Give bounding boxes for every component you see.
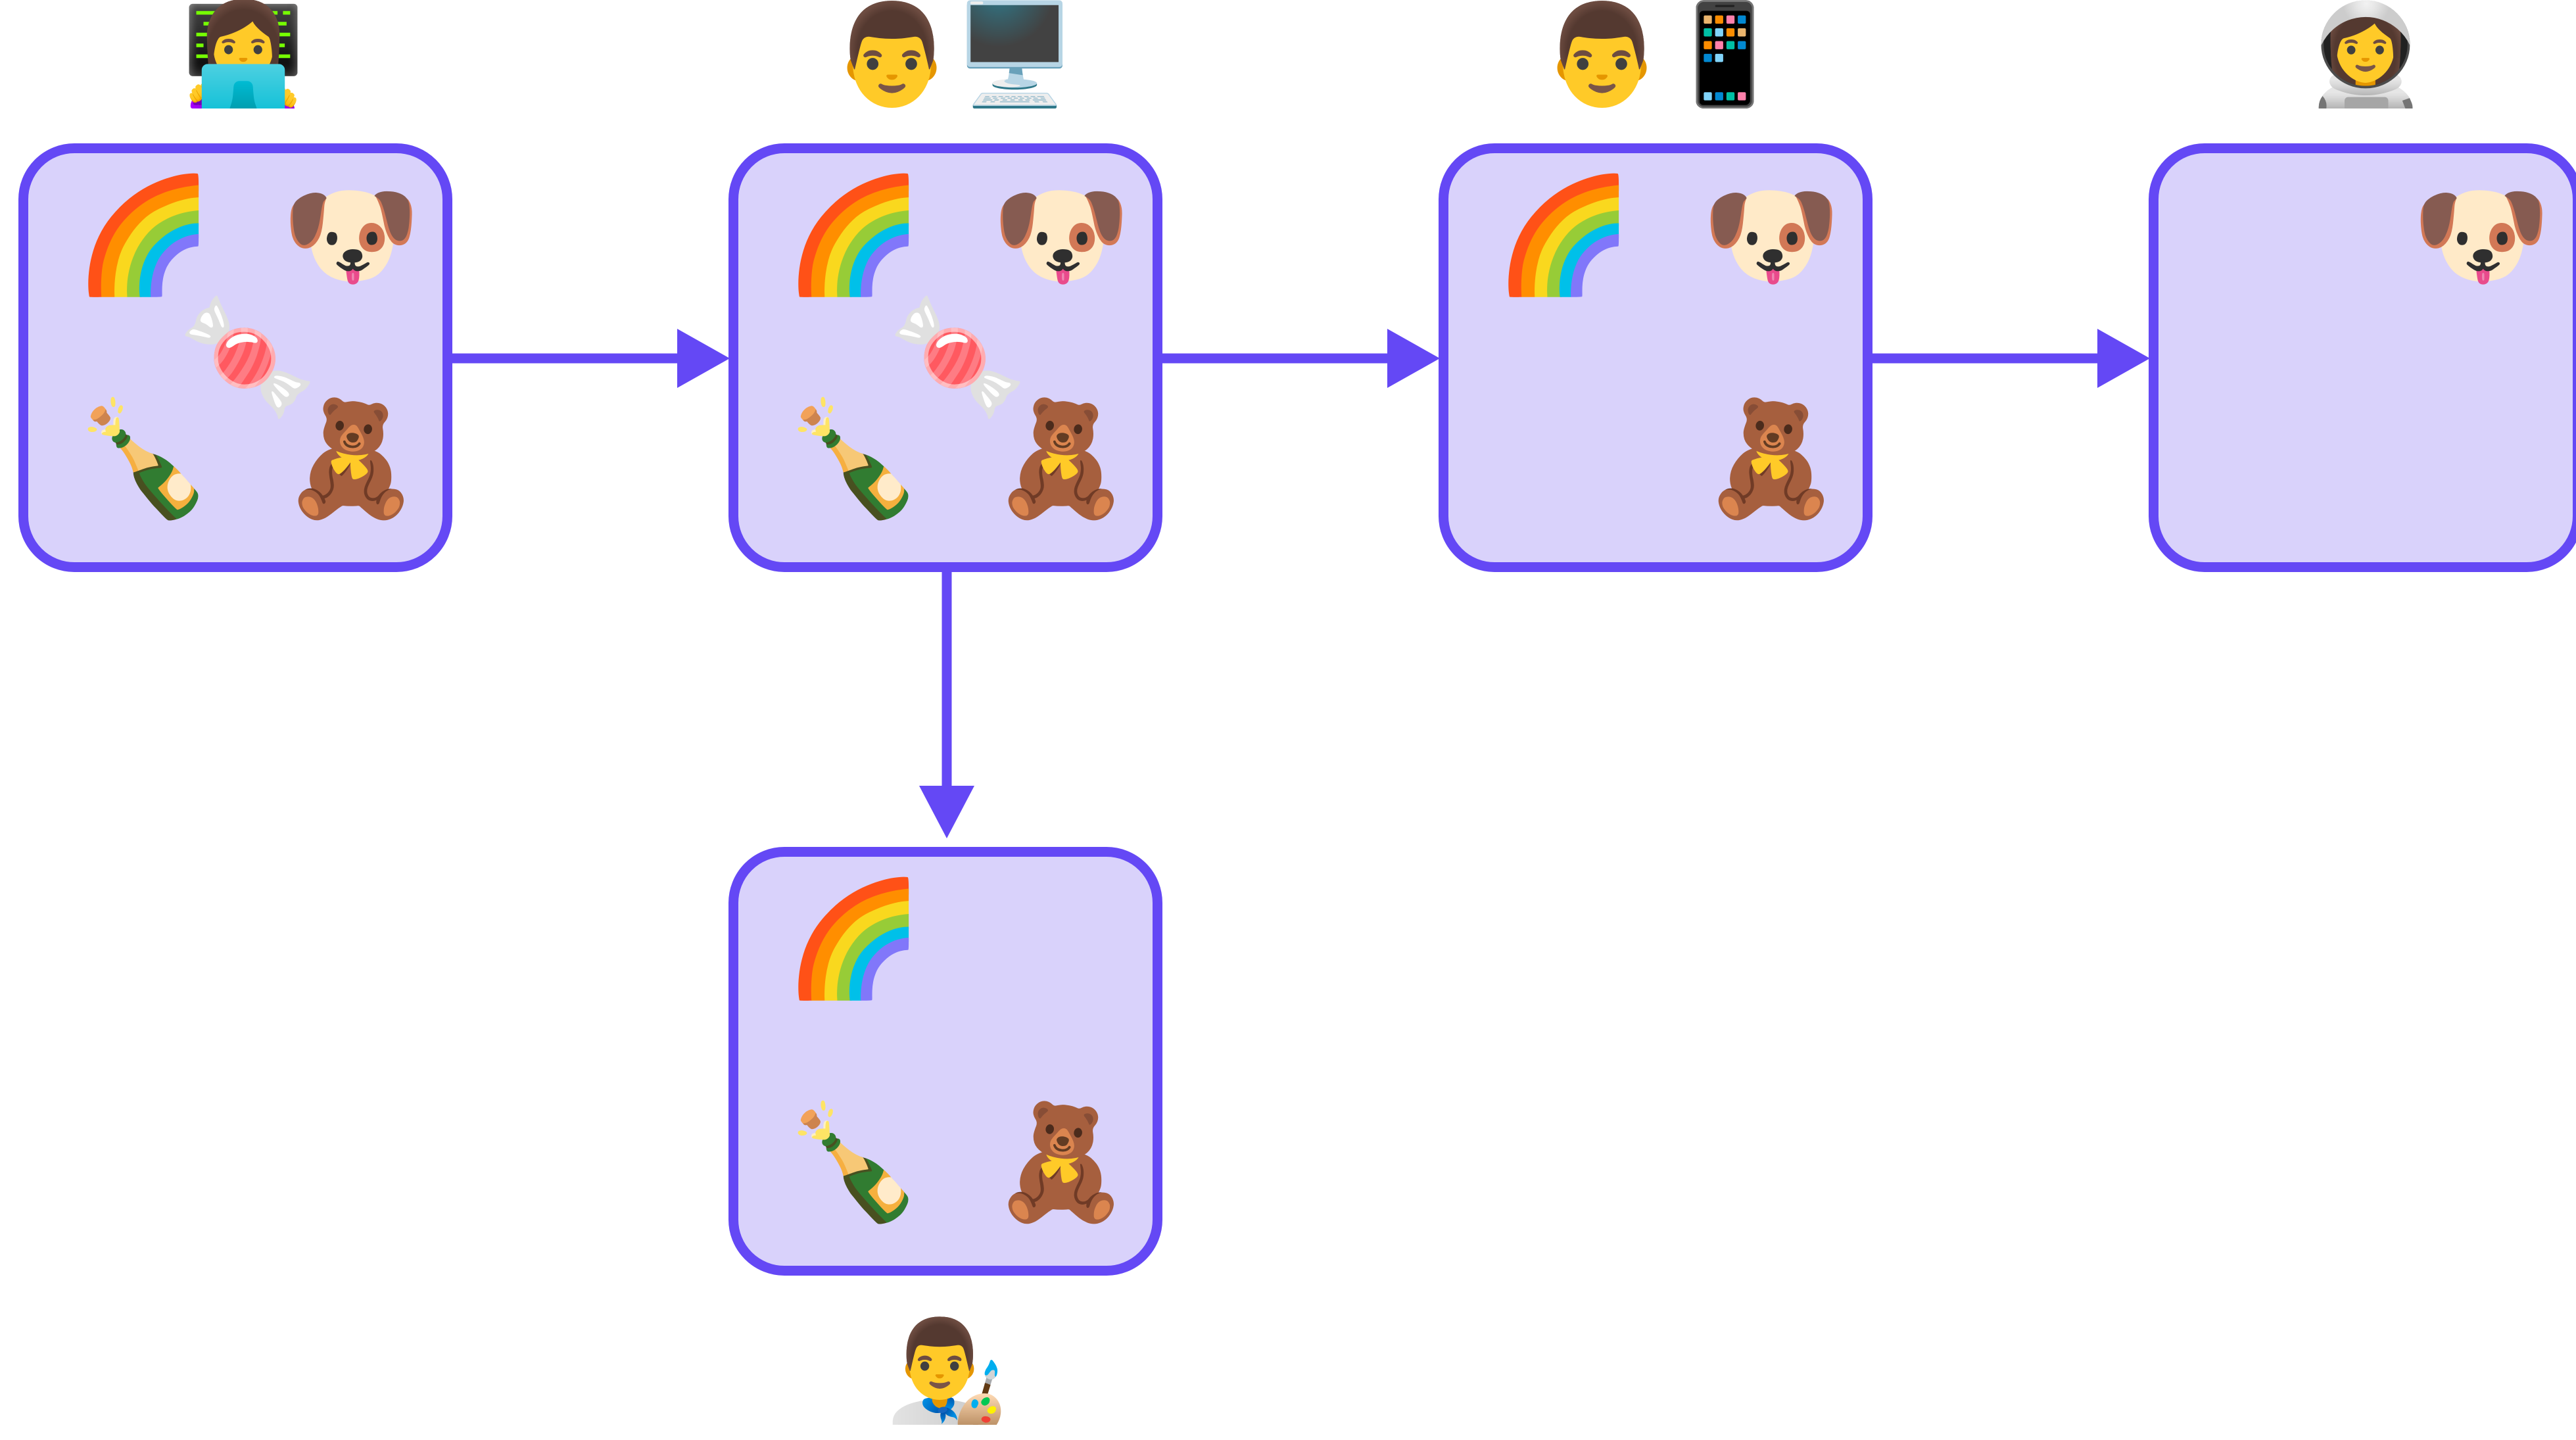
- rainbow-icon: 🌈: [784, 170, 924, 300]
- teddy-bear-icon: 🧸: [1702, 394, 1841, 524]
- dog-face-icon: 🐶: [281, 170, 421, 300]
- teddy-bear-icon: 🧸: [991, 1097, 1131, 1228]
- man-with-mobile-phone-icon: 👨📱: [1540, 0, 1786, 112]
- node-box-2: 🌈 🐶 🍬 🍾 🧸: [728, 143, 1162, 572]
- woman-technologist-icon: 👩‍💻: [181, 0, 305, 112]
- teddy-bear-icon: 🧸: [991, 394, 1131, 524]
- node-box-1: 🌈 🐶 🍬 🍾 🧸: [18, 143, 452, 572]
- champagne-bottle-icon: 🍾: [784, 1097, 924, 1228]
- arrowhead-n1-n2: [677, 329, 730, 388]
- champagne-bottle-icon: 🍾: [74, 394, 214, 524]
- arrowhead-n2-n3: [1387, 329, 1440, 388]
- dog-face-icon: 🐶: [2412, 170, 2551, 300]
- node-box-5: 🌈 🍾 🧸: [728, 847, 1162, 1276]
- dog-face-icon: 🐶: [991, 170, 1131, 300]
- dog-face-icon: 🐶: [1702, 170, 1841, 300]
- rainbow-icon: 🌈: [74, 170, 214, 300]
- arrowhead-n3-n4: [2097, 329, 2150, 388]
- candy-icon: 🍬: [178, 292, 318, 422]
- rainbow-icon: 🌈: [784, 874, 924, 1004]
- arrowhead-n2-n5: [919, 786, 974, 838]
- man-with-desktop-computer-icon: 👨🖥️: [830, 0, 1076, 112]
- candy-icon: 🍬: [888, 292, 1028, 422]
- astronaut-icon: 👩‍🚀: [2304, 0, 2427, 112]
- rainbow-icon: 🌈: [1494, 170, 1634, 300]
- node-box-4: 🐶: [2149, 143, 2576, 572]
- node-box-3: 🌈 🐶 🧸: [1439, 143, 1872, 572]
- artist-icon: 👨‍🎨: [885, 1314, 1009, 1428]
- teddy-bear-icon: 🧸: [281, 394, 421, 524]
- champagne-bottle-icon: 🍾: [784, 394, 924, 524]
